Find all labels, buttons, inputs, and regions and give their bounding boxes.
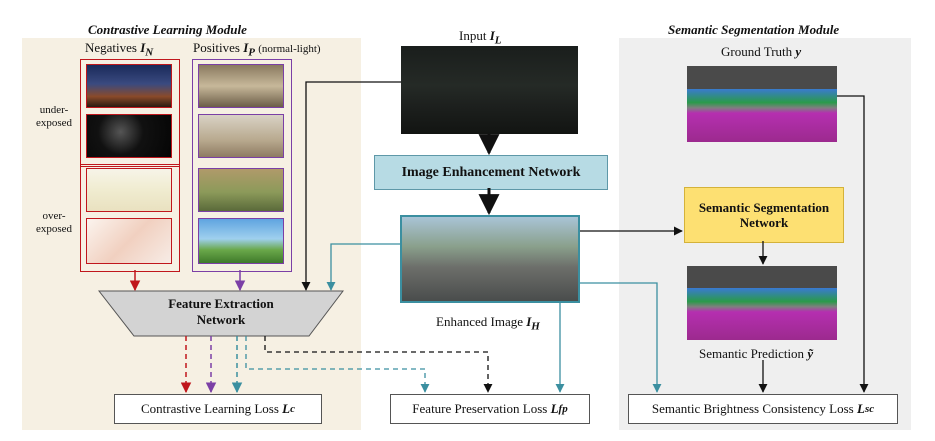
input-label: Input IL [459,28,502,47]
positives-label: Positives IP (normal-light) [193,40,321,59]
negatives-label: Negatives IN [85,40,154,59]
enhanced-image-label: Enhanced Image IH [436,314,540,333]
contrastive-module-title: Contrastive Learning Module [88,22,247,37]
semantic-prediction-label: Semantic Prediction ỹ [699,346,814,361]
negatives-overexposed-group [80,164,180,272]
image-enhancement-network: Image Enhancement Network [374,155,608,190]
semantic-segmentation-network: Semantic Segmentation Network [684,187,844,243]
positives-group [192,59,292,272]
negatives-underexposed-group [80,59,180,167]
input-low-light-image [401,46,578,134]
feature-extraction-network: Feature Extraction Network [168,296,274,327]
negative-image-dark-room [86,114,172,158]
negative-image-bright-street [86,168,172,212]
positive-image-arcade [198,168,284,212]
under-exposed-label: under-exposed [35,104,73,129]
ground-truth-label: Ground Truth y [721,44,802,59]
ground-truth-segmentation [687,66,837,142]
contrastive-module-panel [22,38,361,430]
segmentation-module-title: Semantic Segmentation Module [668,22,840,37]
positive-image-statue [198,64,284,108]
positive-image-interior [198,114,284,158]
feature-extraction-network-shape [97,290,345,337]
over-exposed-label: over-exposed [35,210,73,235]
negative-image-dark-landscape [86,64,172,108]
positive-image-windmill [198,218,284,264]
enhanced-image [400,215,580,303]
semantic-prediction-image [687,266,837,340]
negative-image-bright-building [86,218,172,264]
